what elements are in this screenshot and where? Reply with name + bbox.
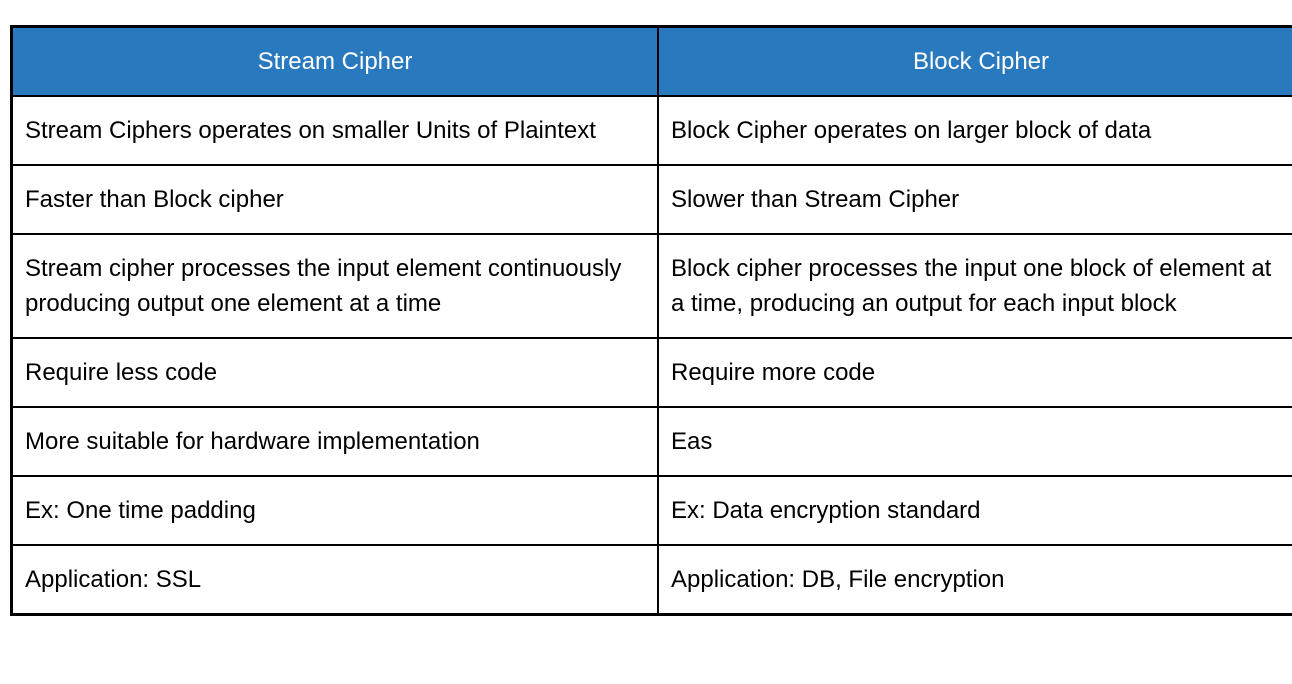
cell-block-example: Ex: Data encryption standard <box>657 475 1292 546</box>
table-row: Ex: One time padding Ex: Data encryption… <box>10 475 1292 546</box>
header-row: Stream Cipher Block Cipher <box>10 25 1292 97</box>
table-header: Stream Cipher Block Cipher <box>10 25 1292 97</box>
table-body: Stream Ciphers operates on smaller Units… <box>10 95 1292 616</box>
cell-stream-speed: Faster than Block cipher <box>10 164 659 235</box>
table-row: Faster than Block cipher Slower than Str… <box>10 164 1292 235</box>
cell-block-speed: Slower than Stream Cipher <box>657 164 1292 235</box>
table-row: Stream Ciphers operates on smaller Units… <box>10 95 1292 166</box>
cell-stream-hardware: More suitable for hardware implementatio… <box>10 406 659 477</box>
cell-block-processing: Block cipher processes the input one blo… <box>657 233 1292 339</box>
table-row: Application: SSL Application: DB, File e… <box>10 544 1292 616</box>
table-row: Stream cipher processes the input elemen… <box>10 233 1292 339</box>
cipher-comparison-table: Stream Cipher Block Cipher Stream Cipher… <box>10 25 1292 616</box>
header-cell-stream-cipher: Stream Cipher <box>10 25 659 97</box>
cell-stream-units: Stream Ciphers operates on smaller Units… <box>10 95 659 166</box>
cell-stream-code: Require less code <box>10 337 659 408</box>
header-cell-block-cipher: Block Cipher <box>657 25 1292 97</box>
cell-stream-example: Ex: One time padding <box>10 475 659 546</box>
table-row: Require less code Require more code <box>10 337 1292 408</box>
cell-block-code: Require more code <box>657 337 1292 408</box>
cell-stream-application: Application: SSL <box>10 544 659 616</box>
cell-stream-processing: Stream cipher processes the input elemen… <box>10 233 659 339</box>
cell-block-application: Application: DB, File encryption <box>657 544 1292 616</box>
table-row: More suitable for hardware implementatio… <box>10 406 1292 477</box>
cell-block-units: Block Cipher operates on larger block of… <box>657 95 1292 166</box>
cell-block-hardware: Eas <box>657 406 1292 477</box>
